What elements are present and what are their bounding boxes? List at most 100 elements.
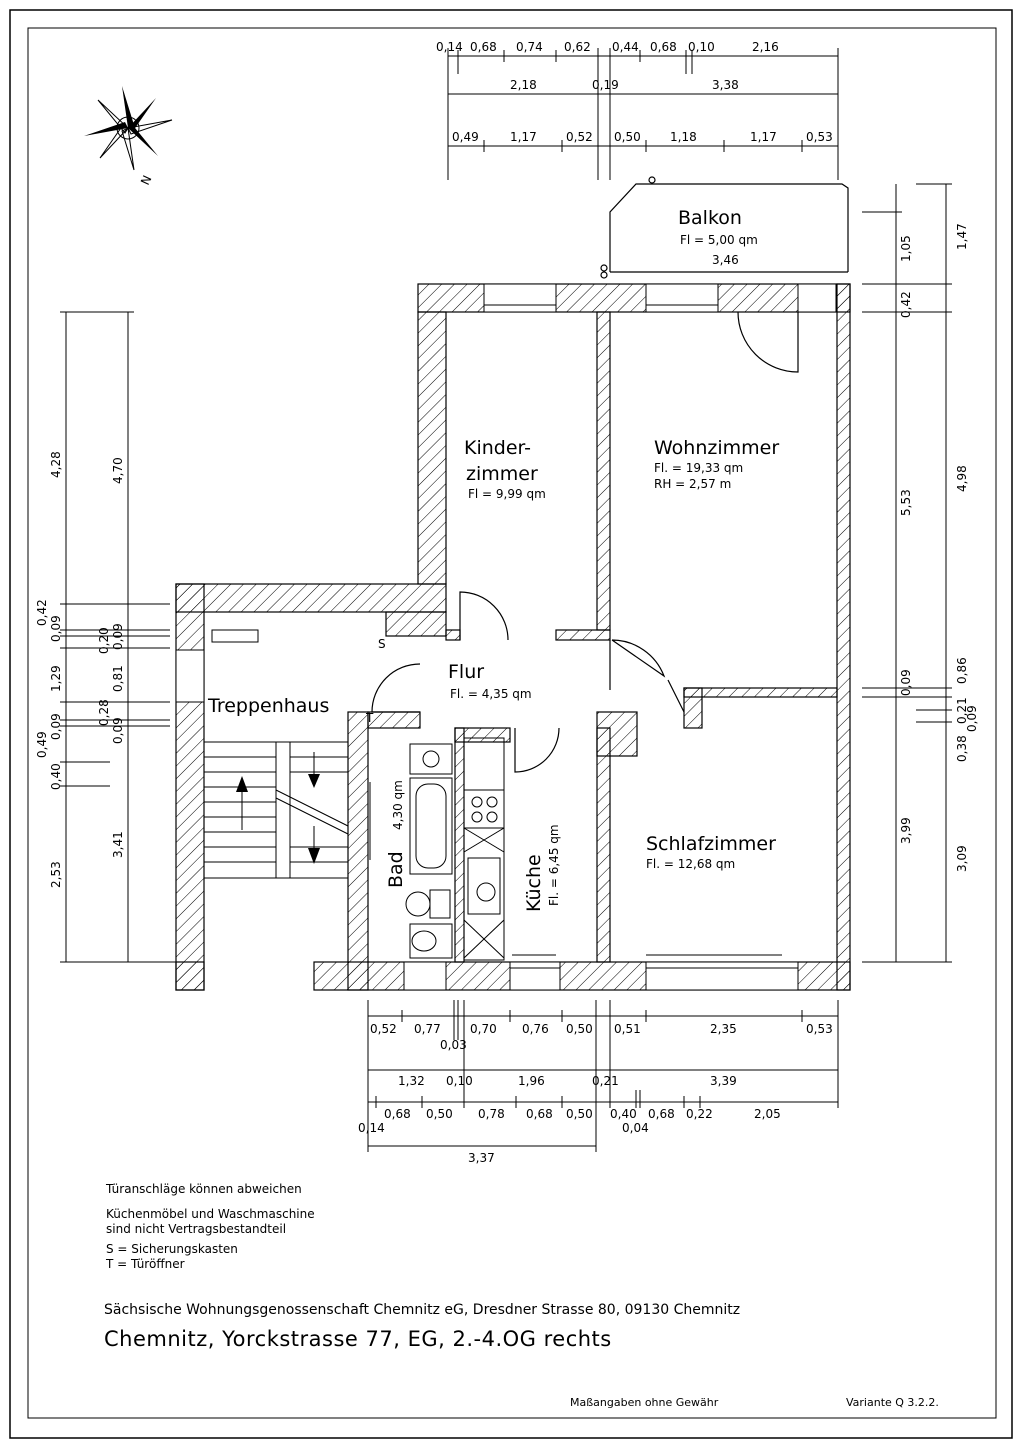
fuse-box-symbol: S — [378, 637, 386, 651]
balcony — [600, 176, 849, 279]
dim-label: 0,76 — [522, 1022, 549, 1036]
dim-label: 0,51 — [614, 1022, 641, 1036]
dim-label: 0,21 — [955, 697, 969, 724]
dim-label: 0,70 — [470, 1022, 497, 1036]
dim-label: 0,86 — [955, 657, 969, 684]
dim-label: 1,17 — [750, 130, 777, 144]
dim-label: 0,40 — [49, 763, 63, 790]
dim-label: 0,14 — [358, 1121, 385, 1135]
flur-area: Fl. = 4,35 qm — [450, 687, 532, 701]
dim-label: 0,09 — [965, 705, 979, 732]
treppenhaus-label: Treppenhaus — [207, 695, 329, 717]
dim-label: 0,81 — [111, 665, 125, 692]
schlafzimmer-label: Schlafzimmer — [646, 833, 776, 855]
dim-label: 0,50 — [566, 1022, 593, 1036]
door-opener-symbol: T — [365, 711, 374, 725]
company-name: Sächsische Wohnungsgenossenschaft Chemni… — [104, 1302, 740, 1318]
dim-label: 1,32 — [398, 1074, 425, 1088]
dim-label: 5,53 — [899, 489, 913, 516]
dim-label: 0,09 — [111, 717, 125, 744]
stair-arrows — [236, 774, 320, 864]
dim-label: 0,20 — [97, 627, 111, 654]
top-dimensions: 0,14 0,68 0,74 0,62 0,44 0,68 0,10 2,16 … — [436, 40, 833, 144]
dim-label: 0,68 — [648, 1107, 675, 1121]
bad-area: 4,30 qm — [391, 780, 405, 830]
dim-label: 0,50 — [566, 1107, 593, 1121]
dim-label: 0,74 — [516, 40, 543, 54]
note-furniture-1: Küchenmöbel und Waschmaschine — [106, 1207, 315, 1221]
dim-label: 0,09 — [49, 615, 63, 642]
note-door-opener: T = Türöffner — [105, 1257, 185, 1271]
dim-label: 0,53 — [806, 130, 833, 144]
bath-fixtures — [369, 743, 453, 959]
balkon-width: 3,46 — [712, 253, 739, 267]
kitchen-fixtures — [463, 737, 782, 961]
dim-label: 0,77 — [414, 1022, 441, 1036]
note-door-swing: Türanschläge können abweichen — [105, 1182, 302, 1196]
dim-label: 0,38 — [955, 735, 969, 762]
compass-icon — [84, 86, 173, 171]
wohnzimmer-label: Wohnzimmer — [654, 437, 779, 459]
legend-notes: Türanschläge können abweichen Küchenmöbe… — [105, 1182, 315, 1271]
dim-label: 2,18 — [510, 78, 537, 92]
dim-label: 0,52 — [566, 130, 593, 144]
dim-label: 0,04 — [622, 1121, 649, 1135]
disclaimer: Maßangaben ohne Gewähr — [570, 1396, 719, 1409]
kueche-label: Küche — [523, 854, 545, 912]
dim-label: 4,28 — [49, 451, 63, 478]
dim-label: 3,39 — [710, 1074, 737, 1088]
dim-label: 2,53 — [49, 861, 63, 888]
dim-label: 0,09 — [49, 713, 63, 740]
compass-label: N — [138, 173, 154, 187]
dim-label: 0,50 — [426, 1107, 453, 1121]
dimension-lines — [60, 48, 952, 1152]
dim-label: 0,42 — [899, 291, 913, 318]
right-dimensions: 1,05 0,42 5,53 0,09 3,99 1,47 4,98 0,86 … — [899, 223, 979, 872]
dim-label: 0,50 — [614, 130, 641, 144]
inner-frame — [27, 27, 997, 1419]
dim-label: 0,78 — [478, 1107, 505, 1121]
balkon-area: Fl = 5,00 qm — [680, 233, 758, 247]
dim-label: 0,14 — [436, 40, 463, 54]
dim-label: 0,62 — [564, 40, 591, 54]
dim-label: 0,10 — [688, 40, 715, 54]
dim-label: 0,68 — [470, 40, 497, 54]
dim-label: 1,96 — [518, 1074, 545, 1088]
walls — [175, 283, 851, 991]
dim-label: 0,09 — [111, 623, 125, 650]
note-furniture-2: sind nicht Vertragsbestandteil — [106, 1222, 286, 1236]
dim-label: 1,17 — [510, 130, 537, 144]
left-dimensions: 4,28 0,42 0,09 1,29 0,09 0,49 0,40 2,53 … — [35, 451, 125, 888]
dim-label: 0,52 — [370, 1022, 397, 1036]
flur-label: Flur — [448, 661, 484, 683]
dim-label: 0,28 — [97, 699, 111, 726]
kueche-area: Fl. = 6,45 qm — [547, 824, 561, 906]
dim-label: 2,16 — [752, 40, 779, 54]
windows — [175, 283, 837, 991]
dim-label: 0,40 — [610, 1107, 637, 1121]
bad-label: Bad — [385, 851, 407, 888]
dim-label: 1,18 — [670, 130, 697, 144]
dim-label: 0,68 — [650, 40, 677, 54]
dim-label: 2,05 — [754, 1107, 781, 1121]
wohnzimmer-height: RH = 2,57 m — [654, 477, 731, 491]
dim-label: 3,37 — [468, 1151, 495, 1165]
dim-label: 3,99 — [899, 817, 913, 844]
kinderzimmer-area: Fl = 9,99 qm — [468, 487, 546, 501]
dim-label: 0,68 — [384, 1107, 411, 1121]
dim-label: 1,29 — [49, 665, 63, 692]
dim-label: 0,49 — [452, 130, 479, 144]
dim-label: 0,22 — [686, 1107, 713, 1121]
note-fuse-box: S = Sicherungskasten — [106, 1242, 238, 1256]
dim-label: 0,49 — [35, 731, 49, 758]
wohnzimmer-area: Fl. = 19,33 qm — [654, 461, 743, 475]
dim-label: 3,41 — [111, 831, 125, 858]
address-title: Chemnitz, Yorckstrasse 77, EG, 2.-4.OG r… — [104, 1327, 612, 1351]
bottom-dimensions: 0,52 0,77 0,03 0,70 0,76 0,50 0,51 2,35 … — [358, 1022, 833, 1165]
dim-label: 3,38 — [712, 78, 739, 92]
staircase — [203, 741, 349, 879]
dim-label: 3,09 — [955, 845, 969, 872]
dim-label: 4,70 — [111, 457, 125, 484]
dim-label: 1,47 — [955, 223, 969, 250]
